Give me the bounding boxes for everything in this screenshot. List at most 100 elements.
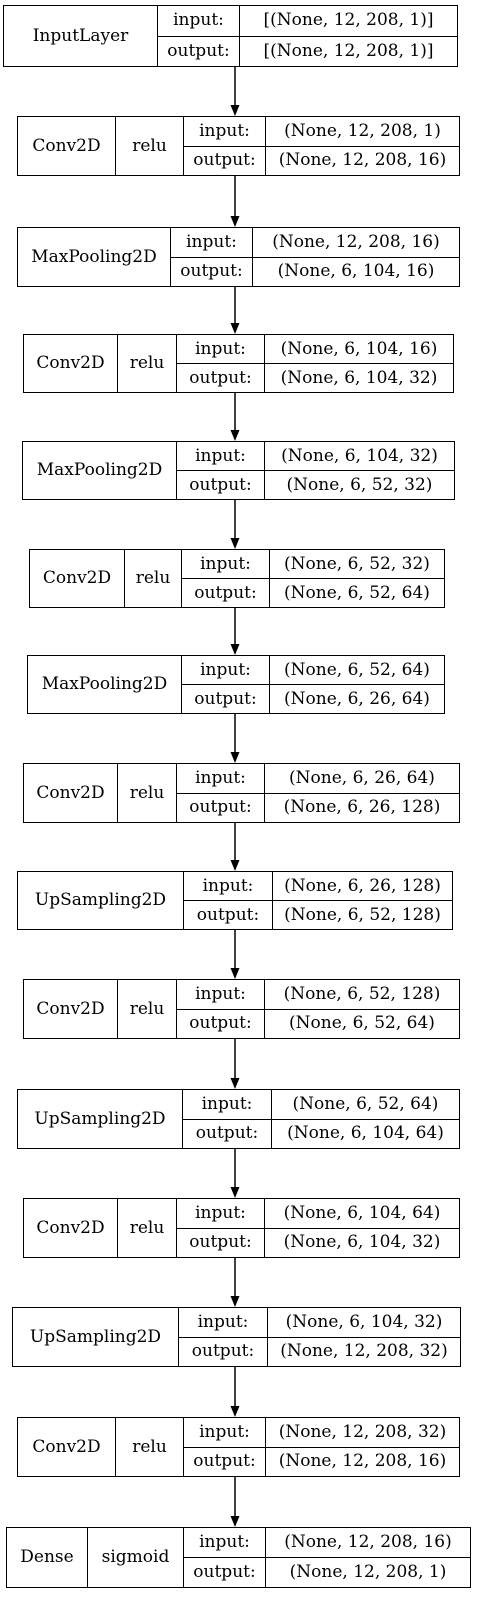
- input-row: input:(None, 12, 208, 16): [183, 1528, 470, 1557]
- input-row: input:(None, 6, 26, 128): [183, 872, 452, 900]
- layer-type: UpSampling2D: [29, 1326, 162, 1347]
- arrowhead: [230, 1406, 240, 1417]
- input-label: input:: [183, 872, 272, 900]
- input-row: input:(None, 6, 104, 32): [176, 442, 454, 470]
- arrowhead: [230, 752, 240, 763]
- input-row: input:[(None, 12, 208, 1)]: [157, 6, 457, 36]
- input-label: input:: [176, 980, 264, 1009]
- input-shape: (None, 6, 26, 64): [264, 764, 459, 793]
- input-shape: (None, 6, 52, 64): [271, 1090, 459, 1119]
- arrowhead: [230, 1296, 240, 1307]
- layer-io: input:(None, 12, 208, 32)output:(None, 1…: [183, 1418, 459, 1476]
- arrowhead: [230, 538, 240, 549]
- output-label: output:: [183, 1447, 265, 1476]
- layer-activation: relu: [117, 1199, 176, 1257]
- input-row: input:(None, 6, 104, 16): [176, 335, 453, 363]
- input-shape: (None, 12, 208, 16): [265, 1528, 470, 1557]
- layer-activation: relu: [117, 335, 176, 392]
- input-row: input:(None, 12, 208, 1): [183, 117, 459, 146]
- output-row: output:(None, 12, 208, 32): [178, 1336, 460, 1366]
- output-label: output:: [183, 146, 265, 175]
- output-label: output:: [182, 1119, 271, 1148]
- layer-activation: sigmoid: [87, 1528, 183, 1587]
- layer-type: MaxPooling2D: [31, 246, 157, 267]
- output-shape: (None, 6, 104, 16): [252, 257, 459, 286]
- input-label: input:: [183, 117, 265, 146]
- output-row: output:(None, 12, 208, 16): [183, 145, 459, 175]
- layer-io: input:(None, 6, 52, 32)output:(None, 6, …: [181, 550, 444, 607]
- arrowhead: [230, 1187, 240, 1198]
- output-shape: (None, 6, 52, 32): [264, 471, 454, 499]
- input-shape: (None, 12, 208, 32): [265, 1418, 459, 1447]
- layer-activation: relu: [117, 764, 176, 822]
- arrowhead: [230, 968, 240, 979]
- input-label: input:: [178, 1308, 267, 1337]
- output-row: output:(None, 6, 104, 32): [176, 363, 453, 392]
- input-row: input:(None, 6, 26, 64): [176, 764, 459, 793]
- output-row: output:(None, 6, 26, 128): [176, 792, 459, 822]
- layer-io: input:(None, 6, 26, 128)output:(None, 6,…: [183, 872, 452, 929]
- layer-io: input:(None, 12, 208, 1)output:(None, 12…: [183, 117, 459, 175]
- input-shape: (None, 6, 52, 128): [264, 980, 459, 1009]
- layer-io: input:(None, 6, 104, 32)output:(None, 6,…: [176, 442, 454, 499]
- input-label: input:: [157, 6, 239, 36]
- layer-io: input:(None, 6, 104, 64)output:(None, 6,…: [176, 1199, 459, 1257]
- input-shape: (None, 6, 104, 64): [264, 1199, 459, 1228]
- layer-activation: relu: [117, 980, 176, 1038]
- layer-io: input:(None, 6, 52, 64)output:(None, 6, …: [181, 656, 444, 713]
- input-row: input:(None, 12, 208, 16): [170, 228, 459, 257]
- output-label: output:: [176, 1228, 264, 1257]
- input-label: input:: [182, 1090, 271, 1119]
- input-shape: (None, 6, 52, 64): [269, 656, 444, 684]
- output-row: output:(None, 6, 52, 64): [181, 578, 444, 607]
- arrowhead: [230, 644, 240, 655]
- input-label: input:: [183, 1418, 265, 1447]
- layer-type: Conv2D: [42, 568, 112, 588]
- arrowhead: [230, 216, 240, 227]
- output-label: output:: [176, 471, 264, 499]
- output-shape: (None, 6, 52, 64): [264, 1009, 459, 1038]
- output-row: output:(None, 12, 208, 16): [183, 1446, 459, 1476]
- input-shape: (None, 6, 104, 16): [264, 335, 453, 363]
- layer-io: input:(None, 12, 208, 16)output:(None, 6…: [170, 228, 459, 286]
- layer-io: input:[(None, 12, 208, 1)]output:[(None,…: [157, 6, 457, 66]
- output-label: output:: [178, 1337, 267, 1366]
- output-label: output:: [183, 901, 272, 929]
- input-label: input:: [176, 1199, 264, 1228]
- layer-type: Conv2D: [36, 998, 105, 1019]
- input-row: input:(None, 6, 52, 64): [182, 1090, 459, 1119]
- arrowhead: [230, 1516, 240, 1527]
- output-row: output:(None, 6, 104, 16): [170, 256, 459, 286]
- input-row: input:(None, 12, 208, 32): [183, 1418, 459, 1447]
- output-shape: (None, 6, 104, 64): [271, 1119, 459, 1148]
- input-label: input:: [176, 764, 264, 793]
- output-label: output:: [181, 685, 269, 713]
- layer-activation: relu: [115, 1418, 183, 1476]
- output-row: output:(None, 6, 52, 128): [183, 900, 452, 929]
- arrowhead: [230, 860, 240, 871]
- layer-type: InputLayer: [32, 25, 129, 46]
- output-label: output:: [170, 257, 252, 286]
- layer-activation: relu: [124, 550, 181, 607]
- input-shape: (None, 6, 52, 32): [269, 550, 444, 578]
- output-row: output:[(None, 12, 208, 1)]: [157, 35, 457, 66]
- output-label: output:: [176, 1009, 264, 1038]
- layer-node: MaxPooling2D input:(None, 12, 208, 16)out…: [17, 227, 460, 287]
- layer-node: InputLayer input:[(None, 12, 208, 1)]outp…: [3, 5, 458, 67]
- layer-type: Conv2D: [36, 353, 105, 373]
- output-label: output:: [176, 364, 264, 392]
- layer-io: input:(None, 12, 208, 16)output:(None, 1…: [183, 1528, 470, 1587]
- arrowhead: [230, 430, 240, 441]
